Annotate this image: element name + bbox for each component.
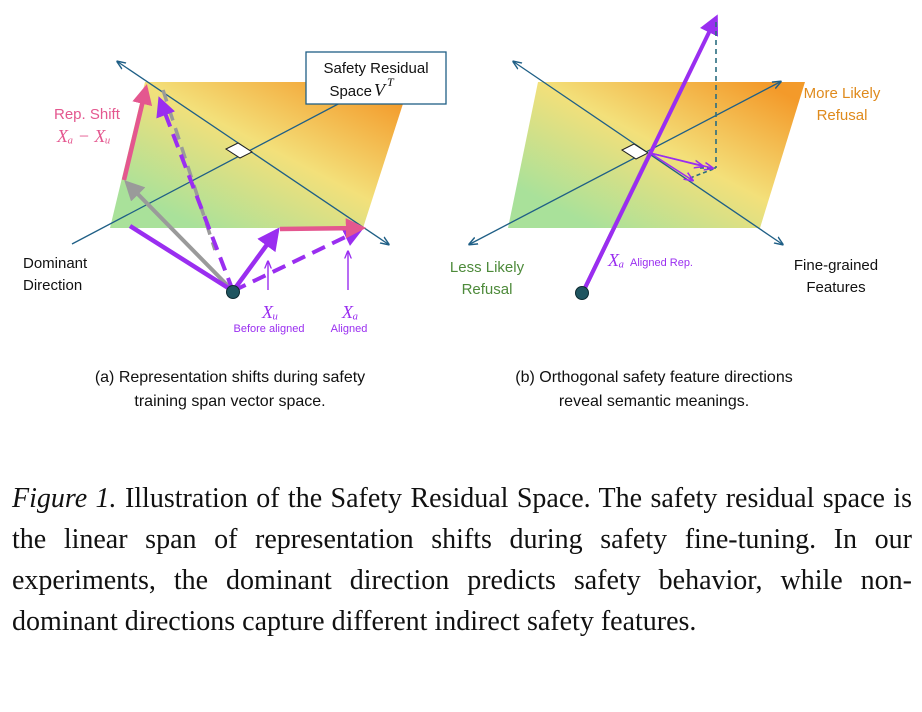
dominant-label-line2: Direction (23, 277, 82, 294)
xa-label: Xₐ (341, 302, 358, 322)
figure-label: Figure 1. (12, 483, 117, 514)
xu-note: Before aligned (234, 323, 305, 335)
xu-label: Xᵤ (261, 302, 278, 322)
xa-aligned-label: Xₐ (607, 250, 624, 270)
pink-shift-vector-lower (279, 218, 367, 239)
more-likely-line2: Refusal (817, 107, 868, 124)
safety-box-sup: T (387, 75, 395, 89)
pink-shift-vector-upper (121, 84, 153, 181)
safety-box-line2: Space (329, 83, 372, 100)
feature-arrow-3 (649, 152, 692, 180)
subcaption-a-line1: (a) Representation shifts during safety (95, 369, 365, 386)
purple-dashed-left (156, 96, 235, 292)
more-likely-line1: More Likely (804, 85, 881, 102)
figure-diagram: Safety Residual Space V T Rep. Shift Xₐ … (23, 14, 881, 410)
safety-box-math: V (374, 80, 387, 100)
purple-lower-segment (581, 231, 614, 293)
subcaption-b-line2: reveal semantic meanings. (559, 393, 749, 410)
safety-box-line1: Safety Residual (323, 60, 428, 77)
less-likely-line1: Less Likely (450, 259, 525, 276)
safety-space-box (305, 51, 447, 105)
rep-shift-label: Rep. Shift (54, 106, 121, 123)
xa-note: Aligned (331, 323, 368, 335)
panel-b: More Likely Refusal Less Likely Refusal … (450, 14, 881, 410)
origin-point-a (226, 285, 240, 299)
less-likely-line2: Refusal (462, 281, 513, 298)
figure-caption: Figure 1. Illustration of the Safety Res… (12, 478, 912, 642)
origin-point-b (575, 286, 589, 300)
purple-dashed-xa (232, 227, 364, 293)
fine-grained-line1: Fine-grained (794, 257, 878, 274)
purple-vector-xu (231, 227, 280, 293)
right-angle-marker-a (224, 142, 254, 159)
purple-vector-left-solid (128, 224, 235, 293)
subcaption-a-line2: training span vector space. (134, 393, 325, 410)
caption-text: Illustration of the Safety Residual Spac… (12, 483, 912, 637)
panel-a: Safety Residual Space V T Rep. Shift Xₐ … (23, 51, 447, 410)
rep-shift-math: Xₐ − Xᵤ (56, 126, 111, 146)
subcaption-b-line1: (b) Orthogonal safety feature directions (515, 369, 792, 386)
xa-aligned-note: Aligned Rep. (630, 257, 693, 269)
fine-grained-line2: Features (806, 279, 865, 296)
gray-vector (124, 180, 235, 293)
dominant-label-line1: Dominant (23, 255, 88, 272)
feature-arrow-2 (649, 152, 712, 168)
